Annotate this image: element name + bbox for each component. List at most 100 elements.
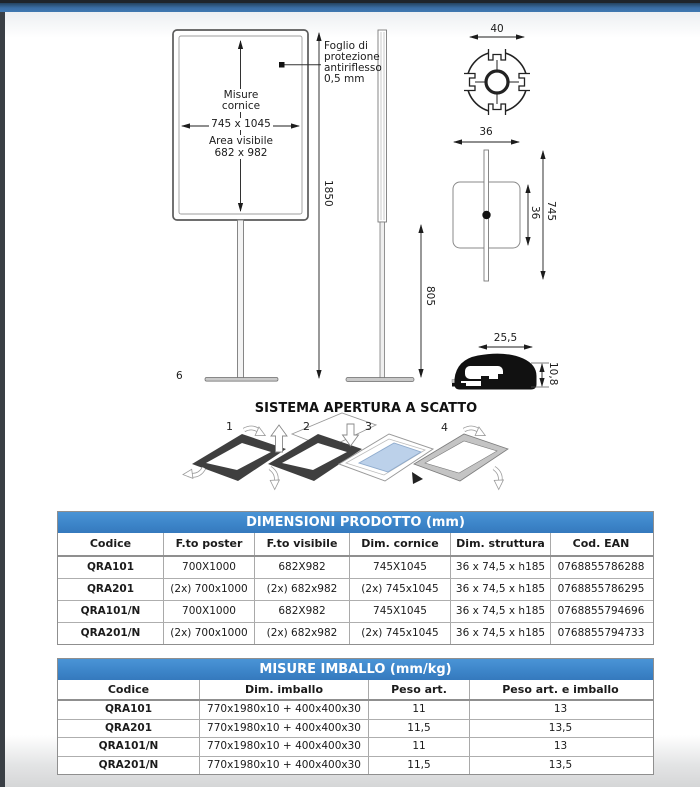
snap-step-1 [182,424,286,490]
table-cell: 11 [368,738,469,756]
total-height-dim: 1850 [322,180,334,207]
profile-height-dim: 10,8 [547,362,559,386]
table-row: QRA101/N 700X1000 682X982 745X1045 36 x … [58,601,653,623]
table-cell: 682X982 [254,557,349,578]
product-table-header-row: Codice F.to poster F.to visibile Dim. co… [58,533,653,557]
frame-profile-detail [451,344,549,390]
technical-drawing [172,29,549,510]
table-row: QRA201/N 770x1980x10 + 400x400x30 11,5 1… [58,756,653,774]
table-cell: 770x1980x10 + 400x400x30 [199,738,368,756]
table-cell: QRA101 [104,703,153,715]
table-cell: (2x) 745x1045 [349,579,450,600]
snap-step-number-3: 3 [365,420,372,433]
table-cell: 0768855786288 [550,557,651,578]
packaging-table: MISURE IMBALLO (mm/kg) Codice Dim. imbal… [57,658,654,775]
table-cell: QRA101 [86,561,135,573]
column-header: Peso art. [368,680,469,699]
table-cell: 36 x 74,5 x h185 [450,601,550,622]
base-plate-width-dim: 36 [479,126,493,138]
column-header: Dim. struttura [450,533,550,555]
profile-width-dim: 25,5 [493,332,518,344]
table-cell: QRA201/N [80,627,141,639]
table-cell: 36 x 74,5 x h185 [450,579,550,600]
table-cell: 13 [469,701,651,719]
product-dimensions-table: DIMENSIONI PRODOTTO (mm) Codice F.to pos… [57,511,654,645]
base-thickness-dim: 6 [176,370,183,382]
table-cell: (2x) 682x982 [254,579,349,600]
left-page-border [0,12,5,787]
table-cell: 700X1000 [163,557,254,578]
table-row: QRA201 (2x) 700x1000 (2x) 682x982 (2x) 7… [58,579,653,601]
table-cell: (2x) 682x982 [254,623,349,644]
table-cell: 0768855786295 [550,579,651,600]
top-blue-bar [0,3,700,12]
table-cell: QRA101/N [98,740,159,752]
table-cell: 11,5 [368,719,469,737]
protection-sheet-note-line3: antiriflesso [324,62,382,74]
snap-step-3 [337,423,435,482]
table-cell: 0768855794696 [550,601,651,622]
table-cell: QRA101/N [80,605,141,617]
visible-area-label: Area visibile [207,135,275,147]
pole-section-width-dim: 40 [490,23,504,35]
packaging-table-header-row: Codice Dim. imballo Peso art. Peso art. … [58,680,653,701]
snap-system-title: SISTEMA APERTURA A SCATTO [254,401,478,416]
protection-sheet-note-line1: Foglio di [324,40,368,52]
side-view-drawing [345,29,424,382]
column-header: Codice [107,683,150,696]
column-header: F.to poster [163,533,254,555]
table-cell: 36 x 74,5 x h185 [450,623,550,644]
table-cell: 770x1980x10 + 400x400x30 [199,719,368,737]
protection-sheet-note-line4: 0,5 mm [324,73,365,85]
visible-area-value: 682 x 982 [212,147,270,159]
frame-size-label-line1: Misure [221,89,261,101]
table-cell: 745X1045 [349,557,450,578]
pole-cross-section [462,34,532,117]
column-header: Dim. imballo [199,680,368,699]
table-row: QRA201/N (2x) 700x1000 (2x) 682x982 (2x)… [58,623,653,644]
table-cell: 11,5 [368,756,469,774]
table-cell: (2x) 700x1000 [163,579,254,600]
product-table-title: DIMENSIONI PRODOTTO (mm) [58,512,653,533]
table-cell: (2x) 700x1000 [163,623,254,644]
table-cell: 682X982 [254,601,349,622]
table-cell: 36 x 74,5 x h185 [450,557,550,578]
snap-step-4 [412,424,509,490]
table-cell: 13,5 [469,719,651,737]
table-cell: 0768855794733 [550,623,651,644]
table-row: QRA101 700X1000 682X982 745X1045 36 x 74… [58,557,653,579]
top-dark-strip [0,0,700,3]
frame-size-value: 745 x 1045 [209,118,273,130]
snap-step-2 [268,412,378,481]
pole-height-dim: 805 [424,286,436,307]
column-header: F.to visibile [254,533,349,555]
table-cell: 13 [469,738,651,756]
snap-step-number-4: 4 [441,421,448,434]
table-row: QRA101 770x1980x10 + 400x400x30 11 13 [58,701,653,720]
table-cell: 11 [368,701,469,719]
table-cell: 745X1045 [349,601,450,622]
table-cell: 770x1980x10 + 400x400x30 [199,756,368,774]
protection-sheet-note-line2: protezione [324,51,380,63]
top-fade [5,12,700,38]
base-plate-depth-dim: 36 [529,206,541,220]
column-header: Codice [89,537,132,550]
column-header: Cod. EAN [550,533,651,555]
table-cell: QRA201 [104,721,153,734]
base-assembly-height-dim: 745 [545,201,557,222]
column-header: Dim. cornice [349,533,450,555]
base-plate-drawing [452,139,546,282]
table-cell: 13,5 [469,756,651,774]
snap-step-number-1: 1 [226,420,233,433]
packaging-table-title: MISURE IMBALLO (mm/kg) [58,659,653,680]
table-cell: QRA201 [86,583,135,595]
table-cell: 700X1000 [163,601,254,622]
snap-step-number-2: 2 [303,420,310,433]
front-view-drawing [172,29,322,382]
frame-size-label-line2: cornice [219,100,263,112]
table-row: QRA201 770x1980x10 + 400x400x30 11,5 13,… [58,719,653,738]
table-cell: 770x1980x10 + 400x400x30 [199,701,368,719]
table-cell: (2x) 745x1045 [349,623,450,644]
table-cell: QRA201/N [98,758,159,771]
